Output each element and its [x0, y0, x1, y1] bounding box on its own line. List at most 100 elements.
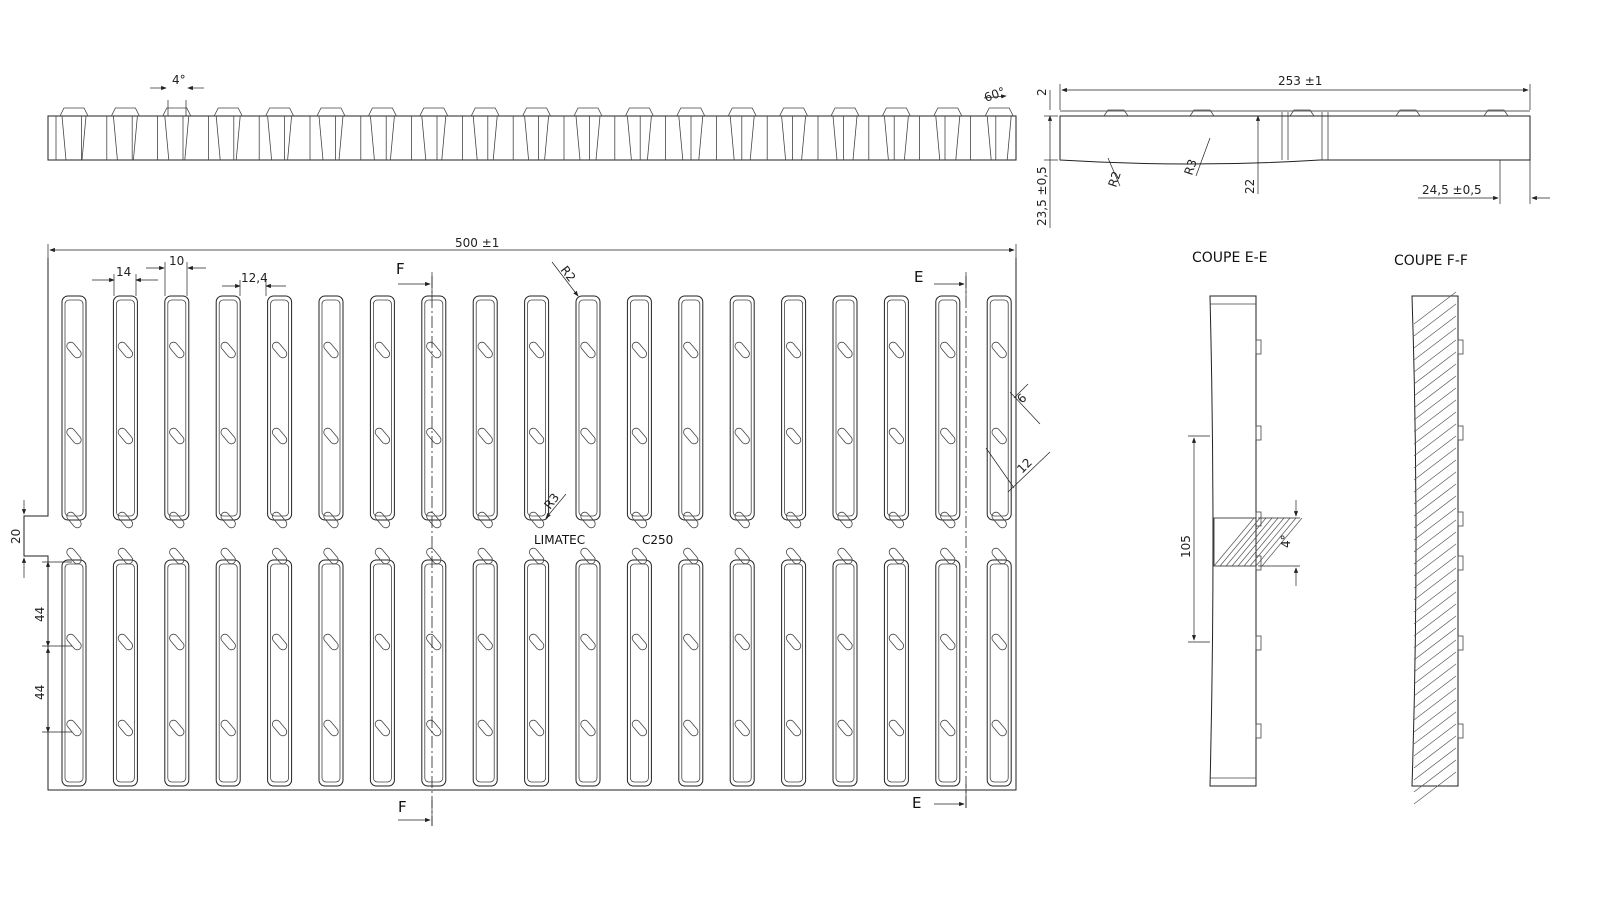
anti-slip-slot [374, 719, 391, 737]
elevation-lug-side [832, 115, 858, 161]
elevation-lug-side [729, 115, 755, 161]
anti-slip-slot [426, 719, 442, 737]
anti-slip-slot [837, 547, 853, 565]
anti-slip-slot [683, 719, 699, 737]
bar-upper [524, 295, 550, 521]
bar-lower-inner [989, 563, 1009, 783]
elevation-body [47, 115, 1017, 161]
anti-slip-slot [169, 511, 185, 529]
anti-slip-slot [734, 547, 750, 565]
hatch-line [1413, 699, 1457, 733]
maker-mark: LIMATEC [534, 533, 585, 547]
hatch-line [1413, 483, 1457, 517]
bar-lower [729, 559, 755, 787]
anti-slip-slot [271, 427, 288, 445]
hatch-line [1413, 291, 1457, 325]
anti-slip-slot [785, 633, 802, 651]
anti-slip-slot [323, 633, 339, 651]
anti-slip-slot [169, 547, 185, 565]
bar-upper-inner [681, 299, 701, 517]
anti-slip-slot [477, 427, 493, 445]
hatch-line [1413, 303, 1457, 337]
section-title-ee: COUPE E-E [1192, 250, 1268, 266]
bar-lower [883, 559, 909, 787]
hatch-line [1413, 735, 1457, 769]
hatch-line [1413, 687, 1457, 721]
anti-slip-slot [683, 341, 699, 359]
dim-top-small: 2 [1035, 88, 1049, 96]
section-f-bottom: F [398, 798, 407, 816]
hatch-line [1413, 555, 1457, 589]
anti-slip-slot [734, 341, 750, 359]
elevation-lug-side [935, 115, 961, 161]
bar-lower-inner [578, 563, 598, 783]
anti-slip-slot [477, 547, 493, 565]
anti-slip-slot [734, 427, 750, 445]
elevation-lug [573, 107, 603, 117]
anti-slip-slot [837, 633, 853, 651]
anti-slip-slot [991, 511, 1007, 529]
hatch-line [1413, 663, 1457, 697]
bar-lower-inner [64, 563, 84, 783]
anti-slip-slot [117, 547, 134, 565]
dim-side-r3: R3 [1182, 157, 1200, 177]
dim-center-band: 20 [9, 529, 23, 544]
anti-slip-slot [528, 341, 545, 359]
anti-slip-slot [528, 511, 545, 529]
bar-upper-inner [578, 299, 598, 517]
anti-slip-slot [991, 341, 1007, 359]
hatch-line [1413, 351, 1457, 385]
anti-slip-slot [477, 511, 493, 529]
anti-slip-slot [631, 633, 648, 651]
bar-upper [626, 295, 652, 521]
elevation-lug [111, 107, 140, 117]
elevation-lug-side [370, 115, 395, 161]
elevation-lug-side [678, 115, 704, 161]
dim-spacing-2: 44 [33, 685, 47, 700]
anti-slip-slot [117, 341, 134, 359]
elevation-lug [984, 107, 1014, 117]
bar-lower [421, 559, 447, 787]
section-line-f: F F [396, 260, 433, 826]
bar-lower-inner [938, 563, 958, 783]
bar-upper [678, 295, 704, 521]
anti-slip-slot [940, 547, 956, 565]
hatch-line [1413, 651, 1457, 685]
anti-slip-slot [580, 341, 596, 359]
anti-slip-slot [785, 511, 802, 529]
anti-slip-slot [169, 633, 185, 651]
load-class-mark: C250 [642, 533, 673, 547]
dim-section-height: 105 [1179, 535, 1193, 558]
bar-lower [678, 559, 704, 787]
anti-slip-slot [888, 341, 905, 359]
bar-lower-inner [218, 563, 238, 783]
hatch-line [1413, 375, 1457, 409]
anti-slip-slot [169, 427, 185, 445]
bar-lower-inner [887, 563, 906, 783]
anti-slip-slot [271, 341, 288, 359]
hatch-line [1413, 531, 1457, 565]
anti-slip-slot [734, 719, 750, 737]
hatch-line [1413, 327, 1457, 361]
hatch-line [1413, 603, 1457, 637]
elevation-lug-side [164, 115, 190, 161]
anti-slip-slot [323, 341, 339, 359]
anti-slip-slot [220, 511, 236, 529]
bar-upper [781, 295, 807, 521]
bar-upper [61, 295, 87, 521]
anti-slip-slot [323, 511, 339, 529]
anti-slip-slot [374, 341, 391, 359]
section-e-bottom: E [912, 794, 921, 812]
elevation-lug-side [113, 115, 138, 161]
bar-upper-inner [527, 299, 546, 517]
section-e-e: COUPE E-E 105 4° [1179, 250, 1303, 787]
bar-upper-inner [424, 299, 444, 517]
hatch-line [1413, 711, 1457, 745]
elevation-lug [882, 107, 911, 117]
section-f-f: COUPE F-F [1394, 253, 1468, 805]
hatch-line [1413, 639, 1457, 673]
bar-lower [472, 559, 498, 787]
hatch-line [1237, 517, 1279, 567]
dim-edge-offset: 24,5 ±0,5 [1422, 183, 1482, 197]
bar-upper-inner [475, 299, 495, 517]
